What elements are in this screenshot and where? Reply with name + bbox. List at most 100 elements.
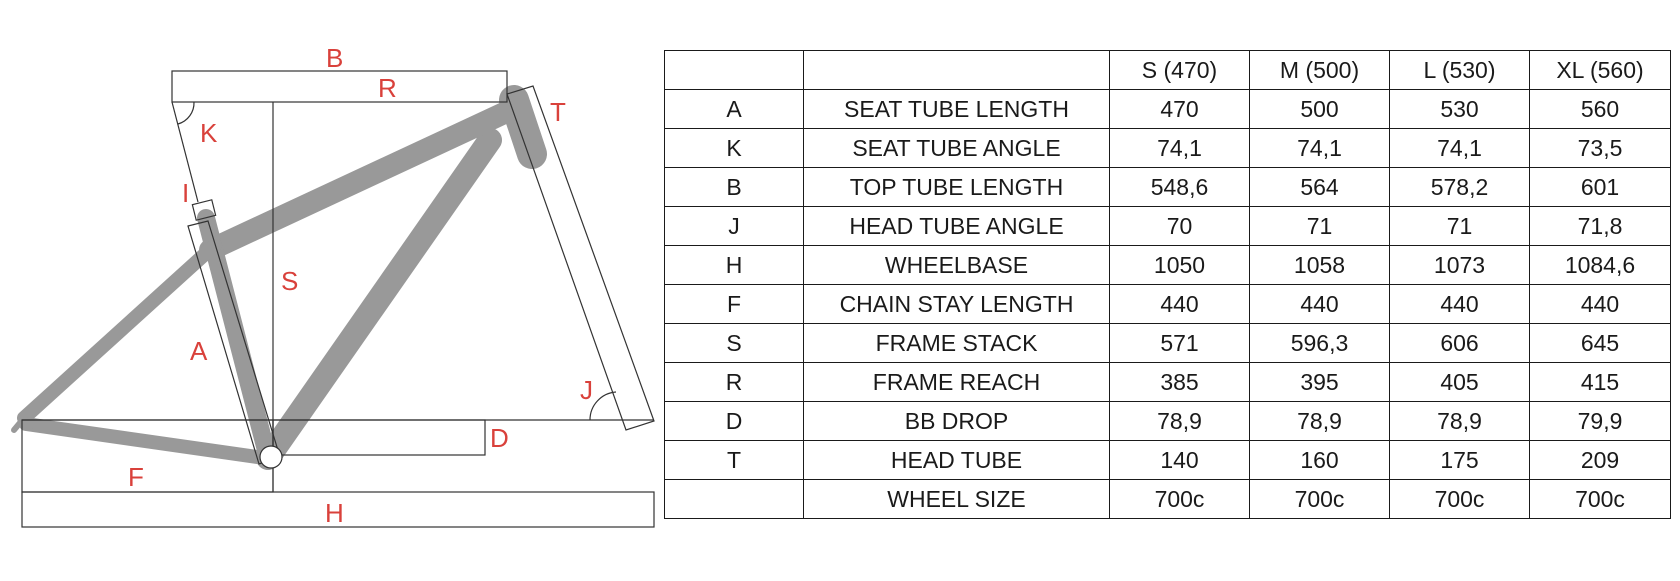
table-cell: B [664, 167, 804, 207]
table-cell: 548,6 [1109, 167, 1250, 207]
table-cell: T [664, 440, 804, 480]
table-cell: 700c [1529, 479, 1671, 519]
table-cell: 209 [1529, 440, 1671, 480]
table-cell: BB DROP [803, 401, 1110, 441]
table-cell: 596,3 [1249, 323, 1390, 363]
table-cell: 74,1 [1109, 128, 1250, 168]
angle-arc-J [589, 391, 617, 421]
table-cell: FRAME REACH [803, 362, 1110, 402]
table-cell: 74,1 [1249, 128, 1390, 168]
table-cell: 601 [1529, 167, 1671, 207]
seat-tube [197, 209, 277, 467]
table-cell [664, 479, 804, 519]
table-cell: 606 [1389, 323, 1530, 363]
table-cell: FRAME STACK [803, 323, 1110, 363]
down-tube [256, 128, 502, 470]
dim-box-H [21, 491, 655, 528]
dim-box-B [171, 70, 508, 103]
table-cell: 74,1 [1389, 128, 1530, 168]
table-cell: 71 [1389, 206, 1530, 246]
table-cell: 700c [1109, 479, 1250, 519]
table-cell: 395 [1249, 362, 1390, 402]
table-cell: 645 [1529, 323, 1671, 363]
table-header-cell: S (470) [1109, 50, 1250, 90]
rear-dropout [11, 415, 33, 433]
table-header-cell [664, 50, 804, 90]
table-cell: 415 [1529, 362, 1671, 402]
table-cell: WHEEL SIZE [803, 479, 1110, 519]
table-cell: 530 [1389, 89, 1530, 129]
table-cell: 405 [1389, 362, 1530, 402]
dimension-labels: B R K T I S A J D F H [128, 43, 593, 528]
table-cell: 78,9 [1389, 401, 1530, 441]
table-cell: A [664, 89, 804, 129]
label-T: T [550, 97, 566, 127]
table-cell: D [664, 401, 804, 441]
frame-geometry-diagram: B R K T I S A J D F H [11, 43, 655, 528]
label-H: H [325, 498, 344, 528]
table-cell: 560 [1529, 89, 1671, 129]
table-cell: HEAD TUBE ANGLE [803, 206, 1110, 246]
angle-arc-K [177, 101, 195, 125]
table-cell: 500 [1249, 89, 1390, 129]
label-R: R [378, 73, 397, 103]
table-cell: 160 [1249, 440, 1390, 480]
table-cell: 73,5 [1529, 128, 1671, 168]
table-cell: 440 [1389, 284, 1530, 324]
dimension-lines [21, 70, 655, 528]
table-cell: CHAIN STAY LENGTH [803, 284, 1110, 324]
table-cell: 71 [1249, 206, 1390, 246]
table-cell: 440 [1249, 284, 1390, 324]
table-cell: 571 [1109, 323, 1250, 363]
table-cell: 1050 [1109, 245, 1250, 285]
frame-silhouette [11, 85, 547, 470]
table-cell: 1084,6 [1529, 245, 1671, 285]
table-cell: J [664, 206, 804, 246]
table-header-cell [803, 50, 1110, 90]
seat-stay [17, 238, 222, 425]
table-header-cell: XL (560) [1529, 50, 1671, 90]
label-J: J [580, 375, 593, 405]
table-cell: R [664, 362, 804, 402]
table-cell: 1073 [1389, 245, 1530, 285]
label-D: D [490, 423, 509, 453]
table-cell: 578,2 [1389, 167, 1530, 207]
table-cell: 140 [1109, 440, 1250, 480]
table-cell: SEAT TUBE ANGLE [803, 128, 1110, 168]
label-I: I [182, 178, 189, 208]
label-B: B [326, 43, 343, 73]
table-cell: 78,9 [1109, 401, 1250, 441]
table-cell: 564 [1249, 167, 1390, 207]
top-tube [199, 97, 526, 261]
table-cell: 440 [1529, 284, 1671, 324]
seat-clamp [191, 199, 217, 221]
table-cell: K [664, 128, 804, 168]
table-header-cell: M (500) [1249, 50, 1390, 90]
chain-stay [19, 417, 271, 465]
table-header-row: S (470)M (500)L (530)XL (560) [664, 50, 1671, 90]
table-cell: TOP TUBE LENGTH [803, 167, 1110, 207]
table-cell: 700c [1249, 479, 1390, 519]
table-cell: 78,9 [1249, 401, 1390, 441]
table-cell: HEAD TUBE [803, 440, 1110, 480]
table-cell: H [664, 245, 804, 285]
table-cell: SEAT TUBE LENGTH [803, 89, 1110, 129]
table-cell: 700c [1389, 479, 1530, 519]
table-cell: 70 [1109, 206, 1250, 246]
label-K: K [200, 118, 218, 148]
table-cell: 440 [1109, 284, 1250, 324]
table-cell: F [664, 284, 804, 324]
bottom-bracket [259, 445, 283, 469]
table-cell: 71,8 [1529, 206, 1671, 246]
table-header-cell: L (530) [1389, 50, 1530, 90]
